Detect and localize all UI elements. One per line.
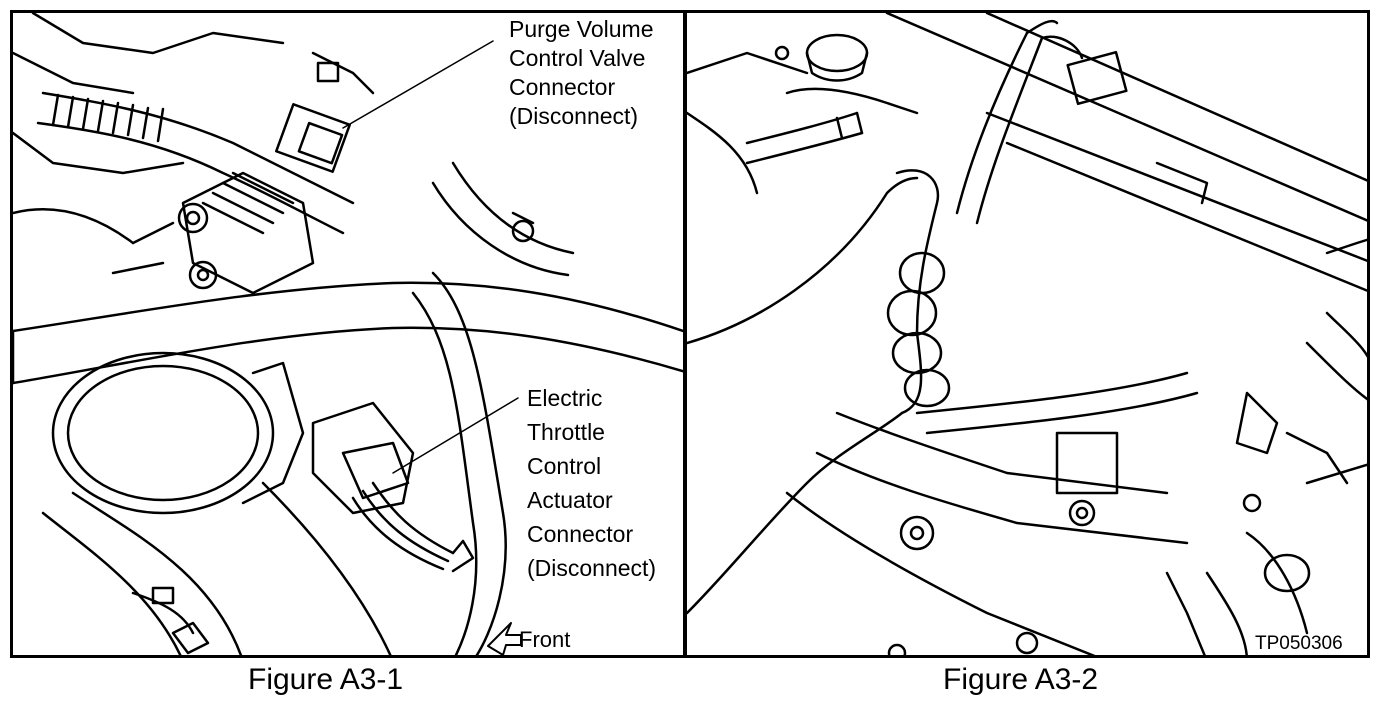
etc-connector bbox=[311, 401, 475, 573]
wiring-harness bbox=[36, 91, 355, 235]
throttle-bore bbox=[51, 351, 305, 515]
engine-cover bbox=[785, 411, 1189, 655]
figure-a3-1-panel: Purge Volume Control Valve Connector (Di… bbox=[10, 10, 686, 658]
purge-valve-connector-label: Purge Volume Control Valve Connector (Di… bbox=[505, 13, 658, 131]
figure-a3-2-caption: Figure A3-2 bbox=[943, 663, 1099, 696]
figure-a3-2-panel: TP050306 bbox=[684, 10, 1370, 658]
figure-a3-1-illustration bbox=[13, 13, 683, 655]
purge-valve-connector bbox=[275, 51, 375, 174]
figure-code-label: TP050306 bbox=[1255, 633, 1343, 654]
figure-a3-2-illustration bbox=[687, 13, 1367, 655]
figure-a3-1-caption: Figure A3-1 bbox=[248, 663, 404, 696]
etc-connector-label: Electric Throttle Control Actuator Conne… bbox=[523, 379, 661, 585]
throttle-body bbox=[111, 171, 315, 295]
hand bbox=[687, 169, 951, 615]
front-direction-label: Front bbox=[519, 627, 571, 652]
fill-cap bbox=[774, 33, 869, 82]
